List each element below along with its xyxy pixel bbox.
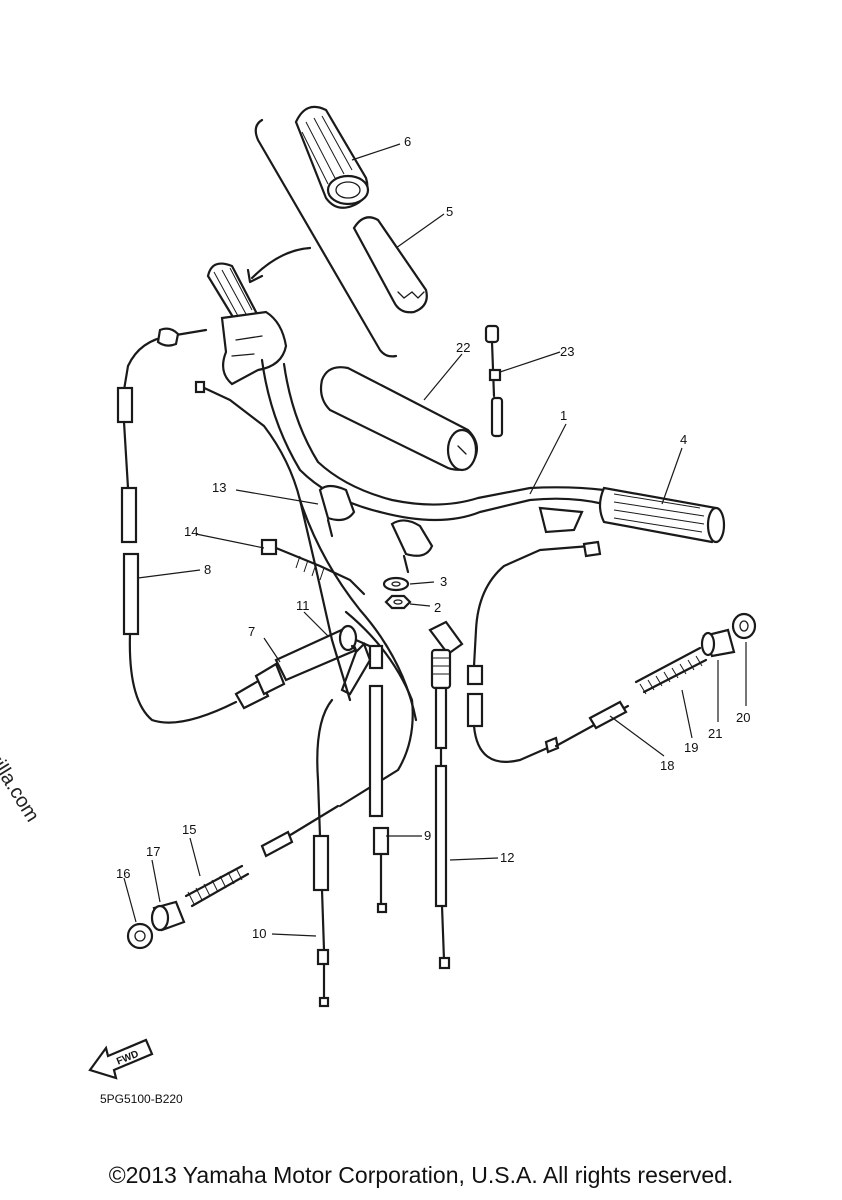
part-20-cap[interactable] bbox=[731, 612, 757, 640]
part-17-boot[interactable] bbox=[150, 900, 186, 932]
callout-3: 3 bbox=[440, 574, 447, 589]
callout-19: 19 bbox=[684, 740, 698, 755]
part-16-cap[interactable] bbox=[126, 922, 154, 950]
cable-bundle bbox=[194, 380, 418, 808]
callout-13: 13 bbox=[212, 480, 226, 495]
callout-21: 21 bbox=[708, 726, 722, 741]
part-1-handlebar[interactable] bbox=[260, 358, 606, 522]
part-21-boot[interactable] bbox=[700, 628, 736, 658]
callout-1: 1 bbox=[560, 408, 567, 423]
callout-9: 9 bbox=[424, 828, 431, 843]
callout-4: 4 bbox=[680, 432, 687, 447]
diagram-code: 5PG5100-B220 bbox=[100, 1092, 183, 1106]
callout-22: 22 bbox=[456, 340, 470, 355]
part-23-strap[interactable] bbox=[484, 324, 504, 438]
fwd-arrow-icon: FWD bbox=[88, 1038, 154, 1080]
inset-bracket-line bbox=[254, 118, 398, 358]
inset-arrowhead bbox=[246, 268, 264, 284]
part-5-sleeve[interactable] bbox=[352, 216, 428, 314]
part-8-cable[interactable] bbox=[116, 327, 270, 724]
part-12-cable[interactable] bbox=[428, 620, 464, 970]
part-4-right-grip[interactable] bbox=[598, 486, 726, 544]
callout-15: 15 bbox=[182, 822, 196, 837]
left-lever-housing bbox=[220, 310, 288, 386]
part-13-clamp[interactable] bbox=[318, 484, 356, 538]
callout-12: 12 bbox=[500, 850, 514, 865]
callout-17: 17 bbox=[146, 844, 160, 859]
callout-8: 8 bbox=[204, 562, 211, 577]
copyright-notice: ©2013 Yamaha Motor Corporation, U.S.A. A… bbox=[108, 1162, 734, 1188]
part-10-cable[interactable] bbox=[312, 698, 334, 1008]
callout-labels: 1 2 3 4 5 6 7 8 9 10 11 12 13 14 15 16 1… bbox=[116, 134, 750, 941]
part-6-grip[interactable] bbox=[294, 105, 370, 209]
part-3-washer[interactable] bbox=[382, 576, 410, 592]
callout-11: 11 bbox=[296, 598, 310, 613]
part-2-nut[interactable] bbox=[384, 594, 412, 610]
part-19-spring[interactable] bbox=[634, 646, 708, 695]
part-22-pad[interactable] bbox=[319, 366, 479, 472]
callout-5: 5 bbox=[446, 204, 453, 219]
part-14-cable-tie[interactable] bbox=[260, 538, 366, 596]
callout-2: 2 bbox=[434, 600, 441, 615]
inset-arrow bbox=[250, 246, 312, 280]
part-15-cable-spring[interactable] bbox=[184, 804, 340, 908]
part-9-cable[interactable] bbox=[368, 644, 390, 914]
callout-14: 14 bbox=[184, 524, 198, 539]
clamp-right bbox=[390, 519, 434, 574]
callout-20: 20 bbox=[736, 710, 750, 725]
leader-lines bbox=[123, 143, 747, 937]
part-18-cable[interactable] bbox=[466, 540, 630, 763]
throttle-housing bbox=[538, 506, 584, 534]
callout-18: 18 bbox=[660, 758, 674, 773]
callout-23: 23 bbox=[560, 344, 574, 359]
callout-6: 6 bbox=[404, 134, 411, 149]
callout-16: 16 bbox=[116, 866, 130, 881]
callout-10: 10 bbox=[252, 926, 266, 941]
callout-7: 7 bbox=[248, 624, 255, 639]
